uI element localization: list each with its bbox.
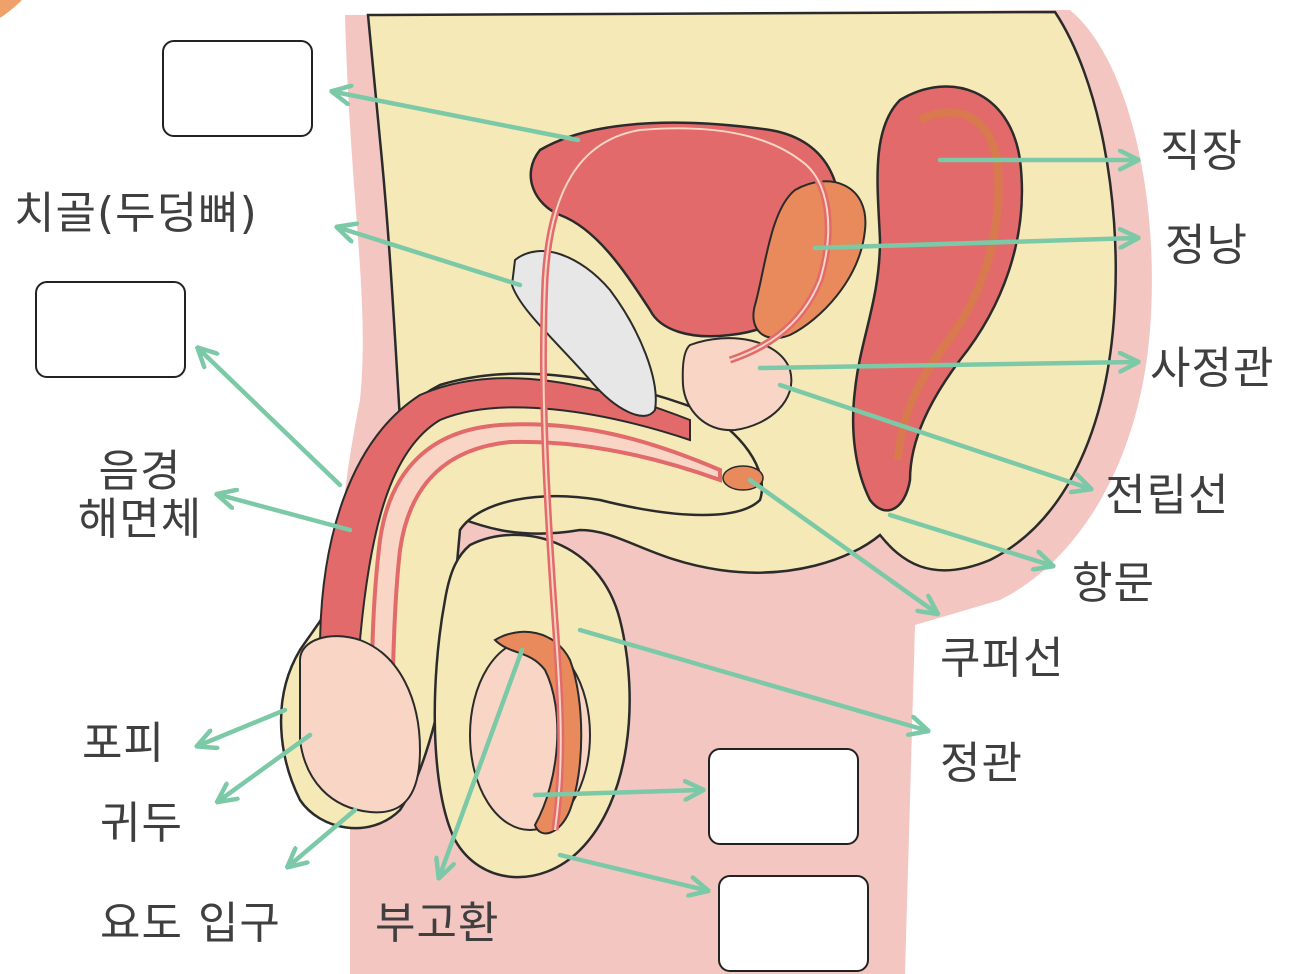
arrow-foreskin bbox=[200, 710, 285, 745]
label-rectum: 직장 bbox=[1160, 128, 1243, 176]
blank-box-bladder[interactable] bbox=[162, 40, 313, 137]
label-vas-deferens: 정관 bbox=[940, 740, 1023, 788]
arrow-corpus-spongiosum-blank bbox=[200, 350, 340, 485]
label-corpus-cavernosum-line2: 해면체 bbox=[60, 496, 220, 544]
label-prostate: 전립선 bbox=[1105, 472, 1229, 520]
label-glans: 귀두 bbox=[100, 800, 183, 848]
label-corpus-cavernosum: 음경 해면체 bbox=[60, 448, 220, 545]
label-anus: 항문 bbox=[1072, 560, 1155, 608]
label-epididymis: 부고환 bbox=[375, 900, 499, 948]
arrow-corpus-cavernosum bbox=[220, 495, 350, 530]
corner-accent bbox=[0, 0, 22, 18]
blank-box-corpus-spongiosum[interactable] bbox=[35, 281, 186, 378]
label-seminal-vesicle: 정낭 bbox=[1165, 222, 1248, 270]
label-corpus-cavernosum-line1: 음경 bbox=[60, 448, 220, 496]
label-urethral-opening: 요도 입구 bbox=[100, 900, 281, 948]
blank-box-scrotum[interactable] bbox=[718, 875, 869, 972]
blank-box-testis[interactable] bbox=[708, 748, 859, 845]
label-cowper-gland: 쿠퍼선 bbox=[940, 635, 1064, 683]
label-ejaculatory-duct: 사정관 bbox=[1150, 345, 1274, 393]
label-foreskin: 포피 bbox=[82, 720, 165, 768]
label-pubic-bone: 치골(두덩뼈) bbox=[14, 190, 258, 238]
